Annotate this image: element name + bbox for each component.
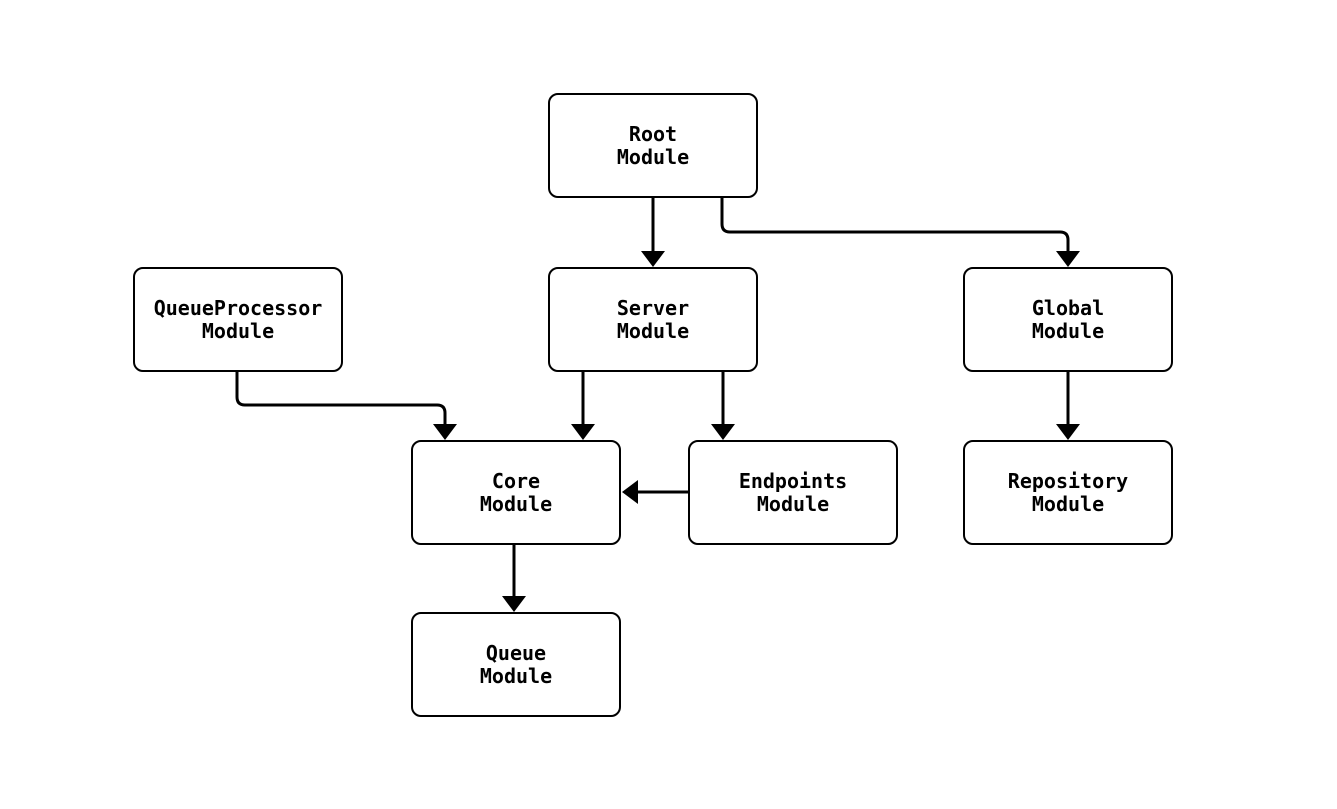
edge-root-to-server <box>641 198 665 267</box>
node-repository-module: Repository Module <box>963 440 1173 545</box>
arrowhead-down-icon <box>641 251 665 267</box>
arrowhead-left-icon <box>622 480 638 504</box>
edge-queueprocessor-to-core <box>235 372 457 440</box>
node-server-module: Server Module <box>548 267 758 372</box>
arrowhead-down-icon <box>1056 251 1080 267</box>
edge-server-to-endpoints <box>711 372 735 440</box>
edge-root-to-global <box>720 198 1080 267</box>
arrowhead-down-icon <box>433 424 457 440</box>
node-root-module: Root Module <box>548 93 758 198</box>
node-queue-module: Queue Module <box>411 612 621 717</box>
arrowhead-down-icon <box>711 424 735 440</box>
edge-endpoints-to-core <box>622 480 688 504</box>
edge-core-to-queue <box>502 545 526 612</box>
arrowhead-down-icon <box>502 596 526 612</box>
node-queueprocessor-module: QueueProcessor Module <box>133 267 343 372</box>
edge-global-to-repository <box>1056 372 1080 440</box>
edge-server-to-core <box>571 372 595 440</box>
node-endpoints-module: Endpoints Module <box>688 440 898 545</box>
node-core-module: Core Module <box>411 440 621 545</box>
node-global-module: Global Module <box>963 267 1173 372</box>
arrowhead-down-icon <box>571 424 595 440</box>
arrowhead-down-icon <box>1056 424 1080 440</box>
